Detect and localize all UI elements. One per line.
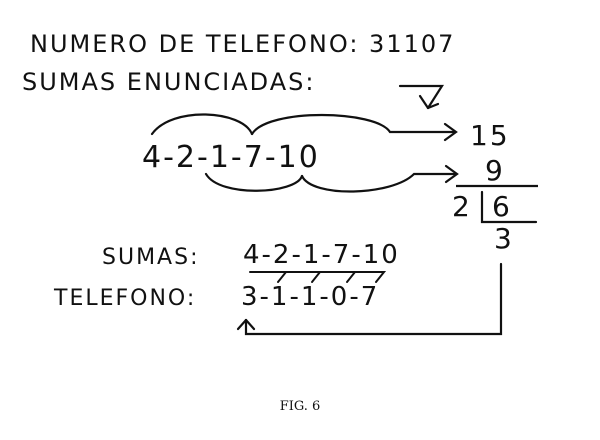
figure-caption: FIG. 6 <box>280 399 321 414</box>
down-arrow-icon <box>398 84 445 110</box>
telefono-values: 3-1-1-0-7 <box>241 282 379 312</box>
upper-loop-arrows <box>150 113 458 142</box>
title-line-1: NUMERO DE TELEFONO: 31107 <box>30 30 455 58</box>
title-line-2: SUMAS ENUNCIADAS: <box>22 68 315 96</box>
return-path-arrow <box>236 262 503 336</box>
top-sequence: 4-2-1-7-10 <box>142 140 320 175</box>
telefono-label: TELEFONO: <box>53 286 196 311</box>
sum-top: 15 <box>470 119 510 152</box>
sum-bottom: 9 <box>485 154 505 187</box>
sumas-values: 4-2-1-7-10 <box>243 240 400 270</box>
division-divisor: 2 <box>452 190 472 223</box>
division-dividend: 6 <box>492 190 512 223</box>
lower-loop-arrows <box>204 164 459 193</box>
zigzag-connectors <box>249 271 387 283</box>
division-bracket <box>480 190 538 224</box>
division-quotient: 3 <box>494 222 514 255</box>
sumas-label: SUMAS: <box>102 245 199 270</box>
